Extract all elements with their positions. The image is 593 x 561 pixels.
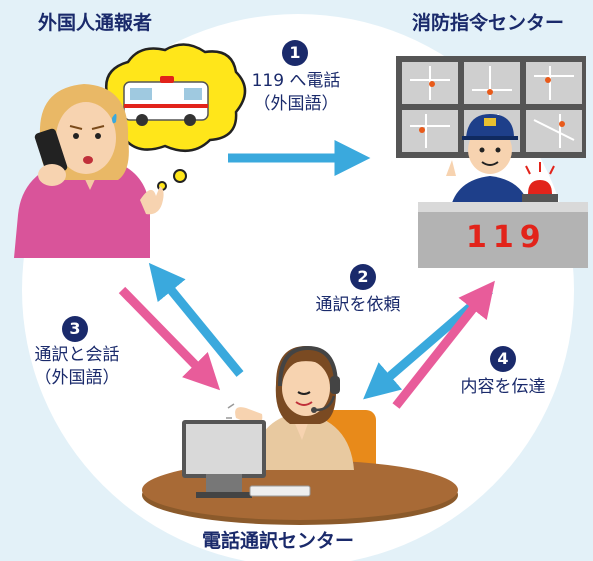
step-4-line-1: 内容を伝達 <box>460 377 546 397</box>
step-3-line-2: （外国語） <box>34 367 120 388</box>
command-center-label: 消防指令センター <box>412 12 565 34</box>
step-2-line-1: 通訳を依頼 <box>315 295 401 315</box>
phone-icon <box>34 128 68 176</box>
step-2-text: 通訳を依頼 <box>298 294 418 317</box>
step-1-line-1: 119 へ電話 <box>251 71 341 91</box>
computer-icon <box>182 420 311 498</box>
step-4-text: 内容を伝達 <box>440 376 566 399</box>
arrow-step-4 <box>392 280 495 409</box>
step-1-line-2: （外国語） <box>253 93 339 114</box>
step-1-number: 1 <box>282 40 308 66</box>
command-center-figure <box>396 56 588 268</box>
thought-bubble <box>104 43 247 191</box>
headset-icon <box>278 345 340 413</box>
step-3-text: 通訳と会話 （外国語） <box>22 344 132 390</box>
arrow-step-3 <box>118 286 221 391</box>
warning-light-icon <box>522 162 558 202</box>
caller-label: 外国人通報者 <box>38 12 153 34</box>
interpreter-figure <box>142 345 458 525</box>
arrow-step-3-return <box>148 262 244 377</box>
ambulance-icon <box>123 76 209 126</box>
step-1-text: 119 へ電話 （外国語） <box>240 70 352 116</box>
step-2-number: 2 <box>350 264 376 290</box>
caller-figure <box>14 43 247 258</box>
interpretation-center-label: 電話通訳センター <box>202 530 355 552</box>
counter-sign-119: 119 <box>466 220 547 255</box>
step-3-line-1: 通訳と会話 <box>34 345 120 365</box>
step-3-number: 3 <box>62 316 88 342</box>
step-4-number: 4 <box>490 346 516 372</box>
